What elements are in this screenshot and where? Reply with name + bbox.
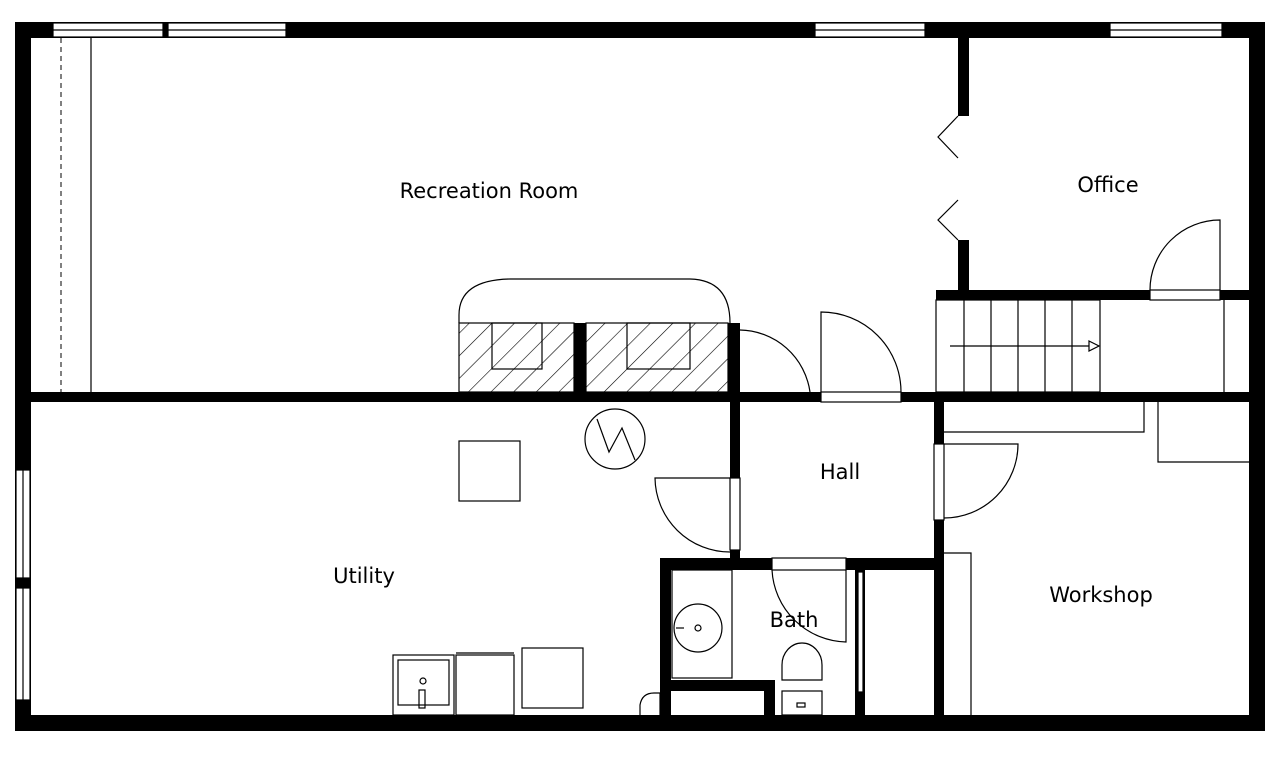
recreation-fixtures [60, 38, 731, 393]
workshop-fixtures [944, 402, 1249, 715]
room-label-hall: Hall [820, 460, 860, 484]
windows [15, 22, 1223, 701]
room-labels: Recreation Room Office Hall Utility Bath… [333, 173, 1153, 632]
room-label-office: Office [1077, 173, 1138, 197]
bath-fixtures [671, 569, 823, 716]
room-label-recreation: Recreation Room [400, 179, 579, 203]
room-label-workshop: Workshop [1049, 583, 1153, 607]
room-label-bath: Bath [770, 608, 819, 632]
doors [639, 115, 1221, 715]
utility-fixtures [392, 408, 646, 716]
stairs [935, 299, 1225, 393]
room-label-utility: Utility [333, 564, 395, 588]
